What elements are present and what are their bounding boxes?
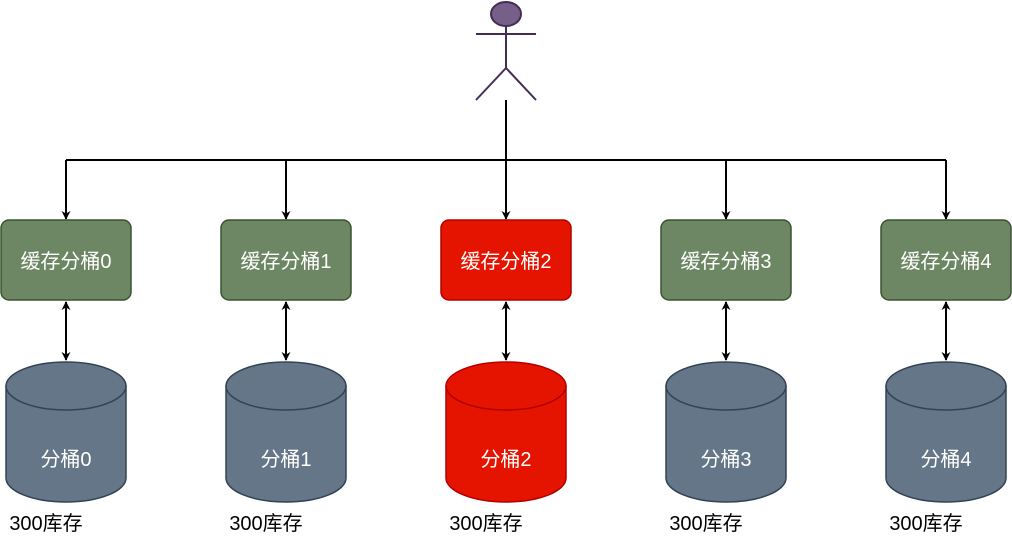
db-bucket-label-1: 分桶1 bbox=[260, 448, 311, 471]
cache-bucket-label-3: 缓存分桶3 bbox=[680, 250, 771, 273]
user-actor-icon bbox=[475, 1, 537, 101]
cache-bucket-box-2 bbox=[440, 219, 572, 301]
stock-caption-2: 300库存 bbox=[449, 512, 522, 535]
db-bucket-label-2: 分桶2 bbox=[480, 448, 531, 471]
stock-caption-4: 300库存 bbox=[889, 512, 962, 535]
connector-lines bbox=[66, 100, 946, 161]
bucket-group-3: 缓存分桶3 分桶3 300库存 bbox=[660, 160, 792, 535]
database-cylinder-icon-0 bbox=[5, 361, 127, 503]
bucket-group-2: 缓存分桶2 分桶2 300库存 bbox=[440, 160, 572, 535]
cache-bucket-label-4: 缓存分桶4 bbox=[900, 250, 991, 273]
stock-caption-0: 300库存 bbox=[9, 512, 82, 535]
bucket-group-1: 缓存分桶1 分桶1 300库存 bbox=[220, 160, 352, 535]
database-cylinder-icon-2 bbox=[445, 361, 567, 503]
cache-bucket-label-2: 缓存分桶2 bbox=[460, 250, 551, 273]
cache-bucket-box-1 bbox=[220, 219, 352, 301]
buckets-layer: 缓存分桶0分桶0300库存缓存分桶1分桶1300库存缓存分桶2分桶2300库存缓… bbox=[0, 160, 1012, 535]
bucket-group-4: 缓存分桶4 分桶4 300库存 bbox=[880, 160, 1012, 535]
database-cylinder-icon-3 bbox=[665, 361, 787, 503]
cache-bucket-box-0 bbox=[0, 219, 132, 301]
database-cylinder-icon-4 bbox=[885, 361, 1007, 503]
stock-caption-1: 300库存 bbox=[229, 512, 302, 535]
cache-bucket-box-4 bbox=[880, 219, 1012, 301]
db-bucket-label-0: 分桶0 bbox=[40, 448, 91, 471]
cache-bucket-label-0: 缓存分桶0 bbox=[20, 250, 111, 273]
cache-bucket-label-1: 缓存分桶1 bbox=[240, 250, 331, 273]
database-cylinder-icon-1 bbox=[225, 361, 347, 503]
db-bucket-label-3: 分桶3 bbox=[700, 448, 751, 471]
bucket-group-0: 缓存分桶0 分桶0 300库存 bbox=[0, 160, 132, 535]
db-bucket-label-4: 分桶4 bbox=[920, 448, 971, 471]
cache-bucket-box-3 bbox=[660, 219, 792, 301]
stock-caption-3: 300库存 bbox=[669, 512, 742, 535]
